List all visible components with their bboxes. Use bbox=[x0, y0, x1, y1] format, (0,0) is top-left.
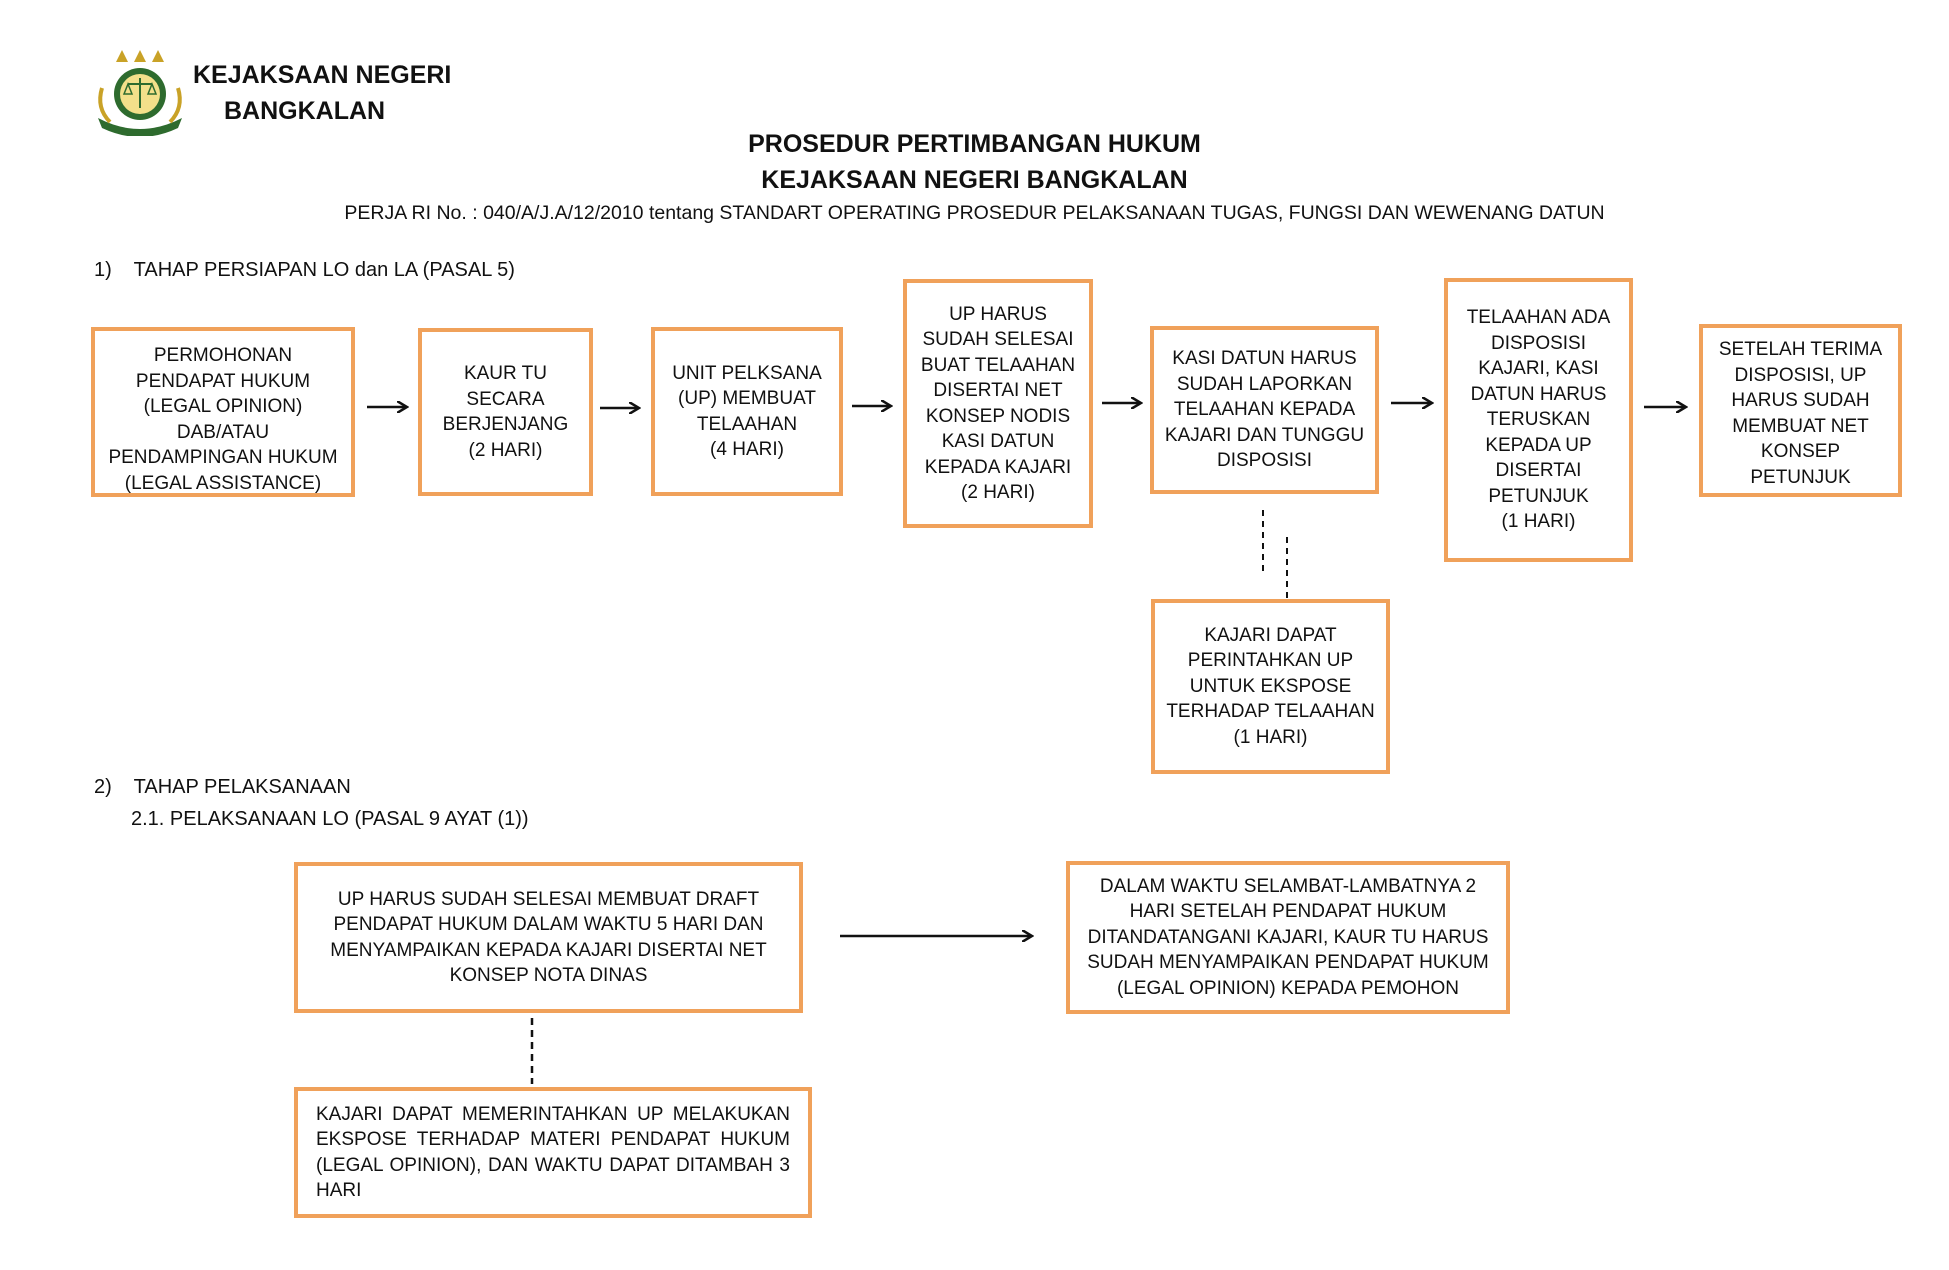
step-unit-pelaksana: UNIT PELKSANA (UP) MEMBUAT TELAAHAN (4 H… bbox=[651, 327, 843, 496]
step-kaur-tu: KAUR TU SECARA BERJENJANG (2 HARI) bbox=[418, 328, 593, 496]
step-permohonan: PERMOHONAN PENDAPAT HUKUM (LEGAL OPINION… bbox=[91, 327, 355, 497]
note-ekspose-pendapat-text: KAJARI DAPAT MEMERINTAHKAN UP MELAKUKAN … bbox=[316, 1103, 790, 1202]
section2-subheading: 2.1. PELAKSANAAN LO (PASAL 9 AYAT (1)) bbox=[131, 808, 529, 830]
kejaksaan-emblem-icon bbox=[98, 50, 182, 137]
step-konsep-petunjuk: SETELAH TERIMA DISPOSISI, UP HARUS SUDAH… bbox=[1699, 324, 1902, 497]
section1-heading: 1) TAHAP PERSIAPAN LO dan LA (PASAL 5) bbox=[94, 259, 515, 281]
kejaksaan-logo bbox=[92, 48, 188, 137]
note-ekspose-pendapat: KAJARI DAPAT MEMERINTAHKAN UP MELAKUKAN … bbox=[294, 1087, 812, 1218]
page-title-line1: PROSEDUR PERTIMBANGAN HUKUM bbox=[748, 130, 1201, 158]
page-title-line2: KEJAKSAAN NEGERI BANGKALAN bbox=[761, 166, 1188, 194]
page-subtitle: PERJA RI No. : 040/A/J.A/12/2010 tentang… bbox=[344, 202, 1605, 224]
note-ekspose-telaahan: KAJARI DAPAT PERINTAHKAN UP UNTUK EKSPOS… bbox=[1151, 599, 1390, 774]
org-name-line1: KEJAKSAAN NEGERI bbox=[193, 61, 452, 89]
step-penyampaian: DALAM WAKTU SELAMBAT-LAMBATNYA 2 HARI SE… bbox=[1066, 861, 1510, 1014]
section2-heading: 2) TAHAP PELAKSANAAN bbox=[94, 776, 351, 798]
step-draft-pendapat: UP HARUS SUDAH SELESAI MEMBUAT DRAFT PEN… bbox=[294, 862, 803, 1013]
step-disposisi: TELAAHAN ADA DISPOSISI KAJARI, KASI DATU… bbox=[1444, 278, 1633, 562]
step-kasi-datun: KASI DATUN HARUS SUDAH LAPORKAN TELAAHAN… bbox=[1150, 326, 1379, 494]
step-up-telaahan: UP HARUS SUDAH SELESAI BUAT TELAAHAN DIS… bbox=[903, 279, 1093, 528]
org-name-line2: BANGKALAN bbox=[224, 97, 386, 125]
